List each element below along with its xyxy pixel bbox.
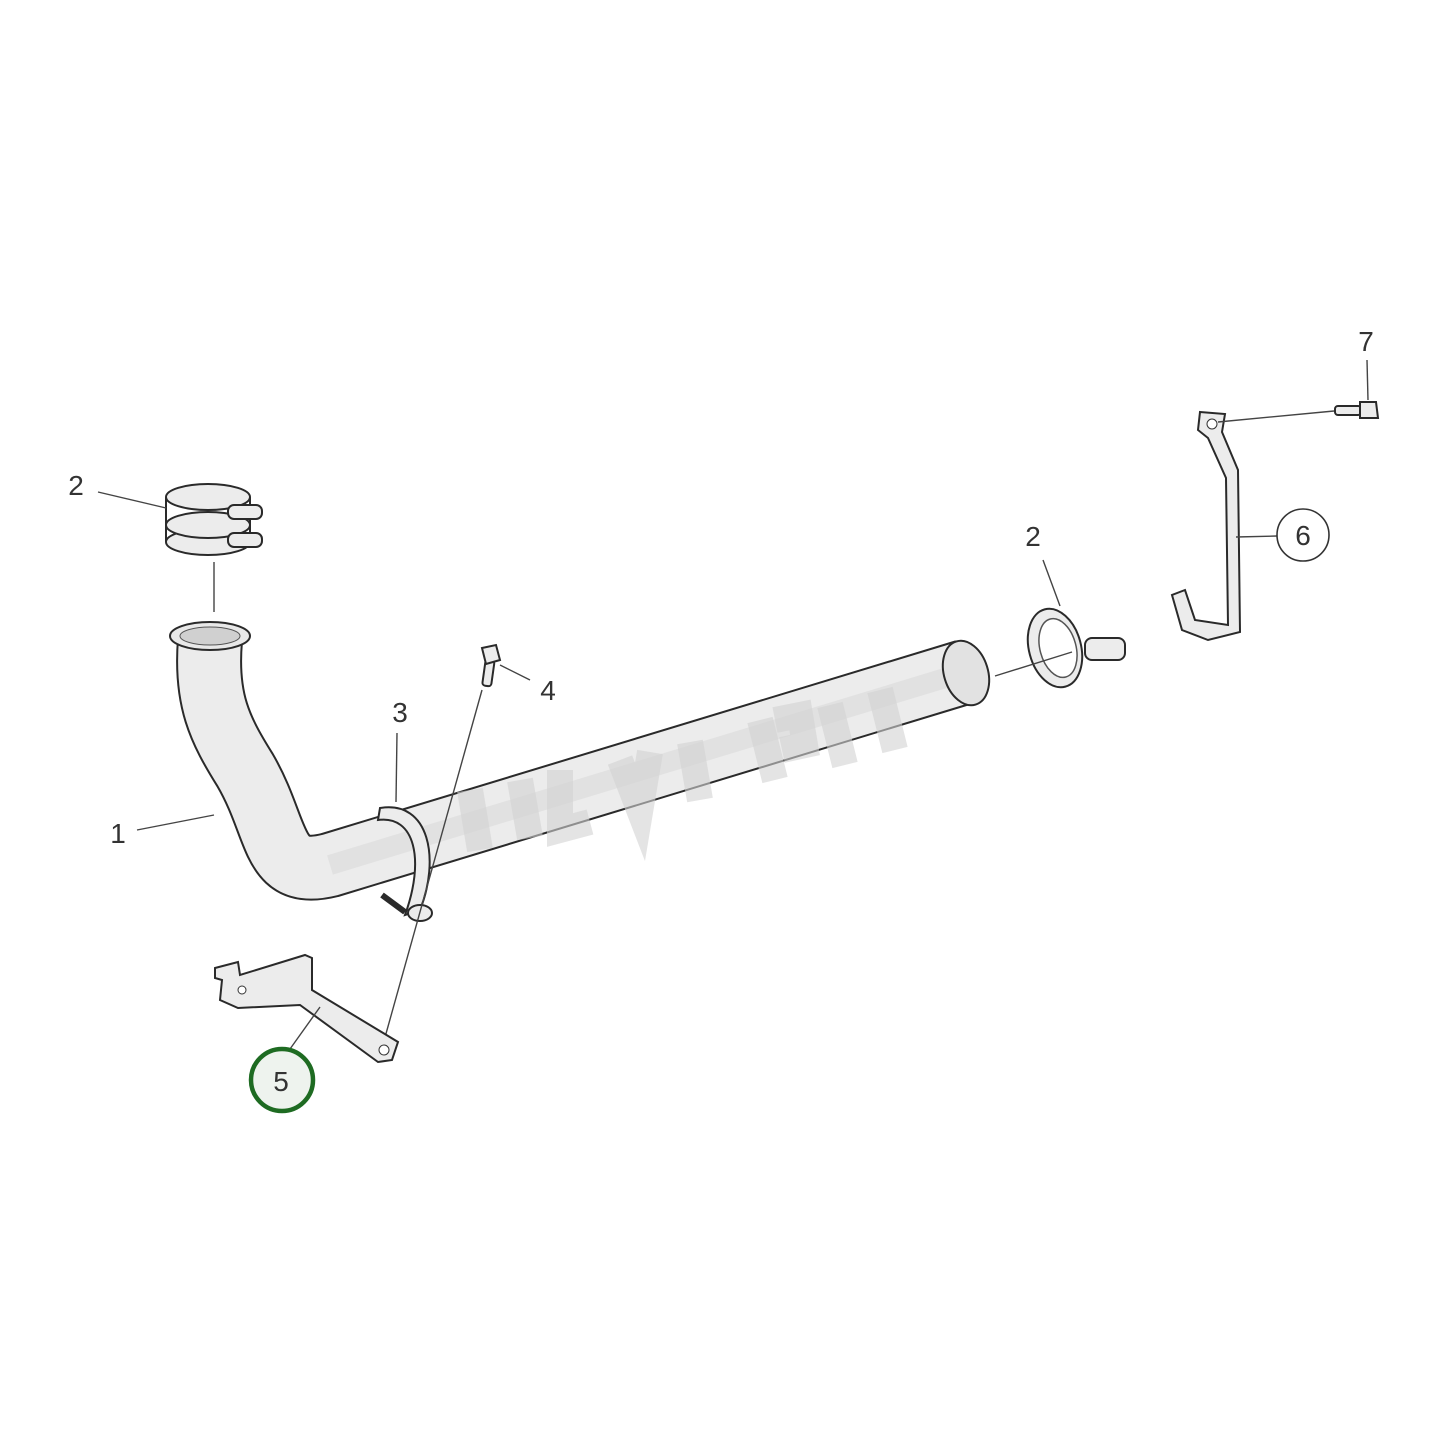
leader-line <box>1042 559 1061 607</box>
bracket-part-5[interactable] <box>214 953 400 1064</box>
leader-line <box>395 732 398 803</box>
leader-line <box>499 664 531 681</box>
callout-label-2-right[interactable]: 2 <box>1025 521 1041 552</box>
bolt-part-7[interactable] <box>1334 401 1380 419</box>
callout-5-highlighted[interactable]: 5 <box>248 1046 316 1114</box>
clamp-part-2-top[interactable] <box>165 483 263 556</box>
watermark <box>457 686 908 862</box>
bracket-part-6[interactable] <box>1170 410 1242 642</box>
callout-6-circle[interactable]: 6 <box>1276 508 1330 562</box>
assembly-line <box>381 689 483 1049</box>
callout-label-6: 6 <box>1295 520 1311 551</box>
callout-label-5: 5 <box>273 1066 289 1097</box>
leader-line <box>1235 535 1278 538</box>
callout-label-3[interactable]: 3 <box>392 697 408 728</box>
leader-line <box>97 491 167 509</box>
callout-label-7[interactable]: 7 <box>1358 326 1374 357</box>
assembly-line <box>1217 410 1335 423</box>
callout-label-4[interactable]: 4 <box>540 675 556 706</box>
leader-line <box>136 814 215 831</box>
callout-label-1[interactable]: 1 <box>110 818 126 849</box>
bolt-part-4[interactable] <box>480 643 502 688</box>
callout-label-2[interactable]: 2 <box>68 470 84 501</box>
clamp-part-2-right[interactable] <box>1020 603 1126 694</box>
leader-line <box>289 1006 321 1050</box>
leader-line <box>1366 359 1369 401</box>
assembly-line <box>994 651 1073 677</box>
pipe-clamp-part-3[interactable] <box>376 806 433 922</box>
